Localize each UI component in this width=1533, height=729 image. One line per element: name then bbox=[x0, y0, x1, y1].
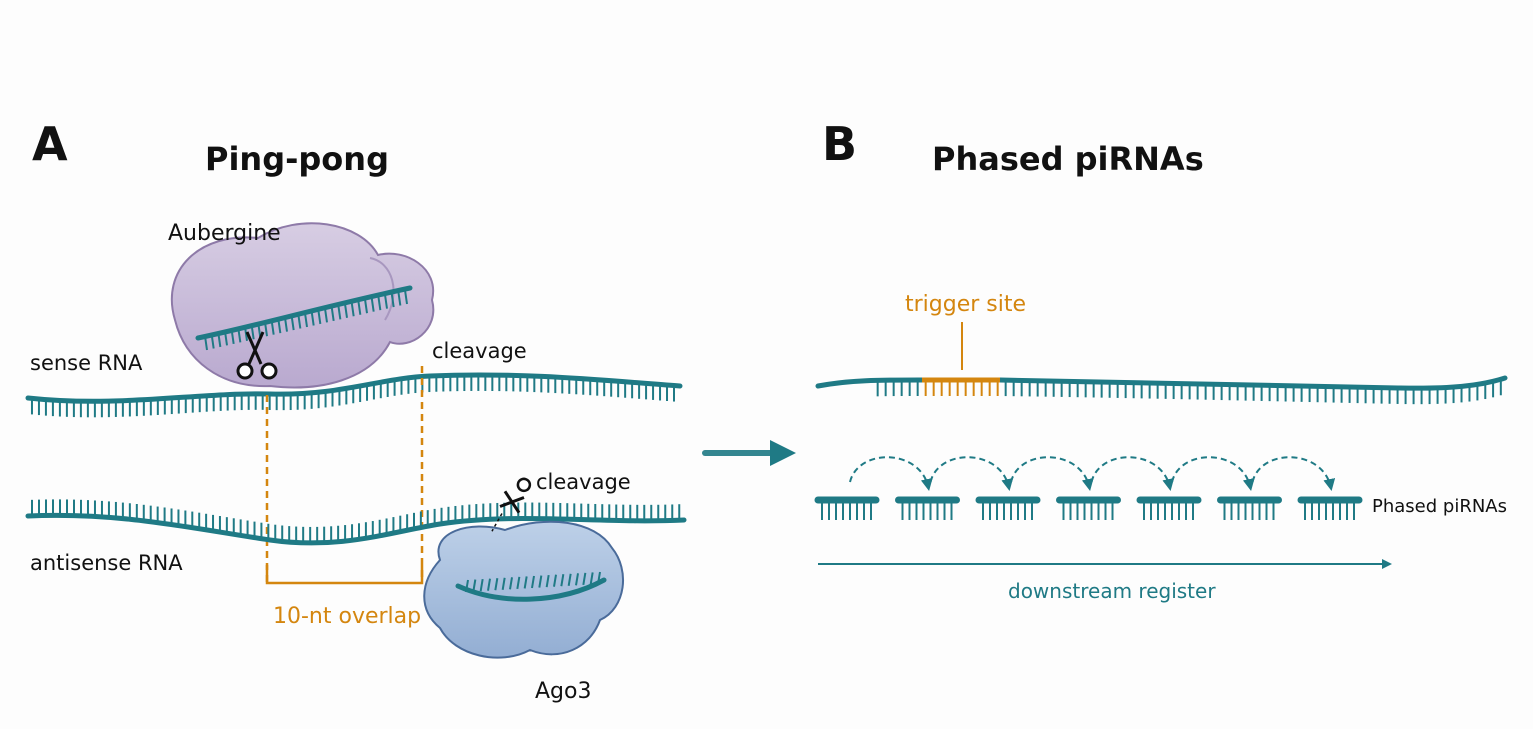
panel-a-letter: A bbox=[32, 117, 68, 171]
phased-pirna-row bbox=[814, 496, 1363, 520]
antisense-rna-label: antisense RNA bbox=[30, 551, 183, 575]
sense-rna-strand bbox=[25, 372, 683, 418]
phasing-arc bbox=[849, 456, 933, 491]
phasing-arc bbox=[1251, 456, 1336, 491]
sense-rna-label: sense RNA bbox=[30, 351, 143, 375]
overlap-label: 10-nt overlap bbox=[273, 604, 421, 629]
phasing-arc bbox=[1090, 456, 1175, 491]
antisense-rna-strand bbox=[25, 499, 687, 546]
ago3-protein bbox=[423, 520, 625, 659]
cleavage-label-top: cleavage bbox=[432, 339, 527, 363]
phasing-arc bbox=[1171, 456, 1255, 491]
phased-pirnas-label: Phased piRNAs bbox=[1372, 496, 1507, 517]
phased-pirna-fragment bbox=[1297, 496, 1363, 520]
phasing-arcs bbox=[849, 456, 1336, 491]
overlap-bracket bbox=[265, 366, 424, 585]
phased-pirna-fragment bbox=[975, 496, 1041, 520]
panel-a-title: Ping-pong bbox=[205, 140, 389, 178]
scissors-icon bbox=[236, 331, 278, 380]
phasing-arc bbox=[929, 456, 1014, 491]
downstream-register-label: downstream register bbox=[1008, 579, 1216, 603]
phased-pirna-fragment bbox=[814, 496, 880, 520]
ago3-label: Ago3 bbox=[535, 679, 591, 704]
trigger-site-label: trigger site bbox=[905, 292, 1026, 317]
aubergine-guide-rna bbox=[195, 285, 413, 351]
panel-b-title: Phased piRNAs bbox=[932, 140, 1204, 178]
phased-pirna-fragment bbox=[895, 496, 960, 520]
ago3-guide-rna bbox=[455, 571, 607, 602]
transition-arrow bbox=[702, 440, 796, 466]
panel-b-letter: B bbox=[822, 117, 857, 171]
precursor-rna-strand bbox=[815, 375, 1508, 405]
aubergine-protein bbox=[170, 222, 435, 389]
phased-pirna-fragment bbox=[1136, 496, 1202, 520]
phasing-arc bbox=[1010, 456, 1094, 491]
cleavage-label-bottom: cleavage bbox=[536, 470, 631, 494]
phased-pirna-fragment bbox=[1217, 496, 1282, 520]
scissors-icon bbox=[491, 477, 532, 532]
phased-pirna-fragment bbox=[1056, 496, 1121, 520]
aubergine-label: Aubergine bbox=[168, 221, 281, 246]
